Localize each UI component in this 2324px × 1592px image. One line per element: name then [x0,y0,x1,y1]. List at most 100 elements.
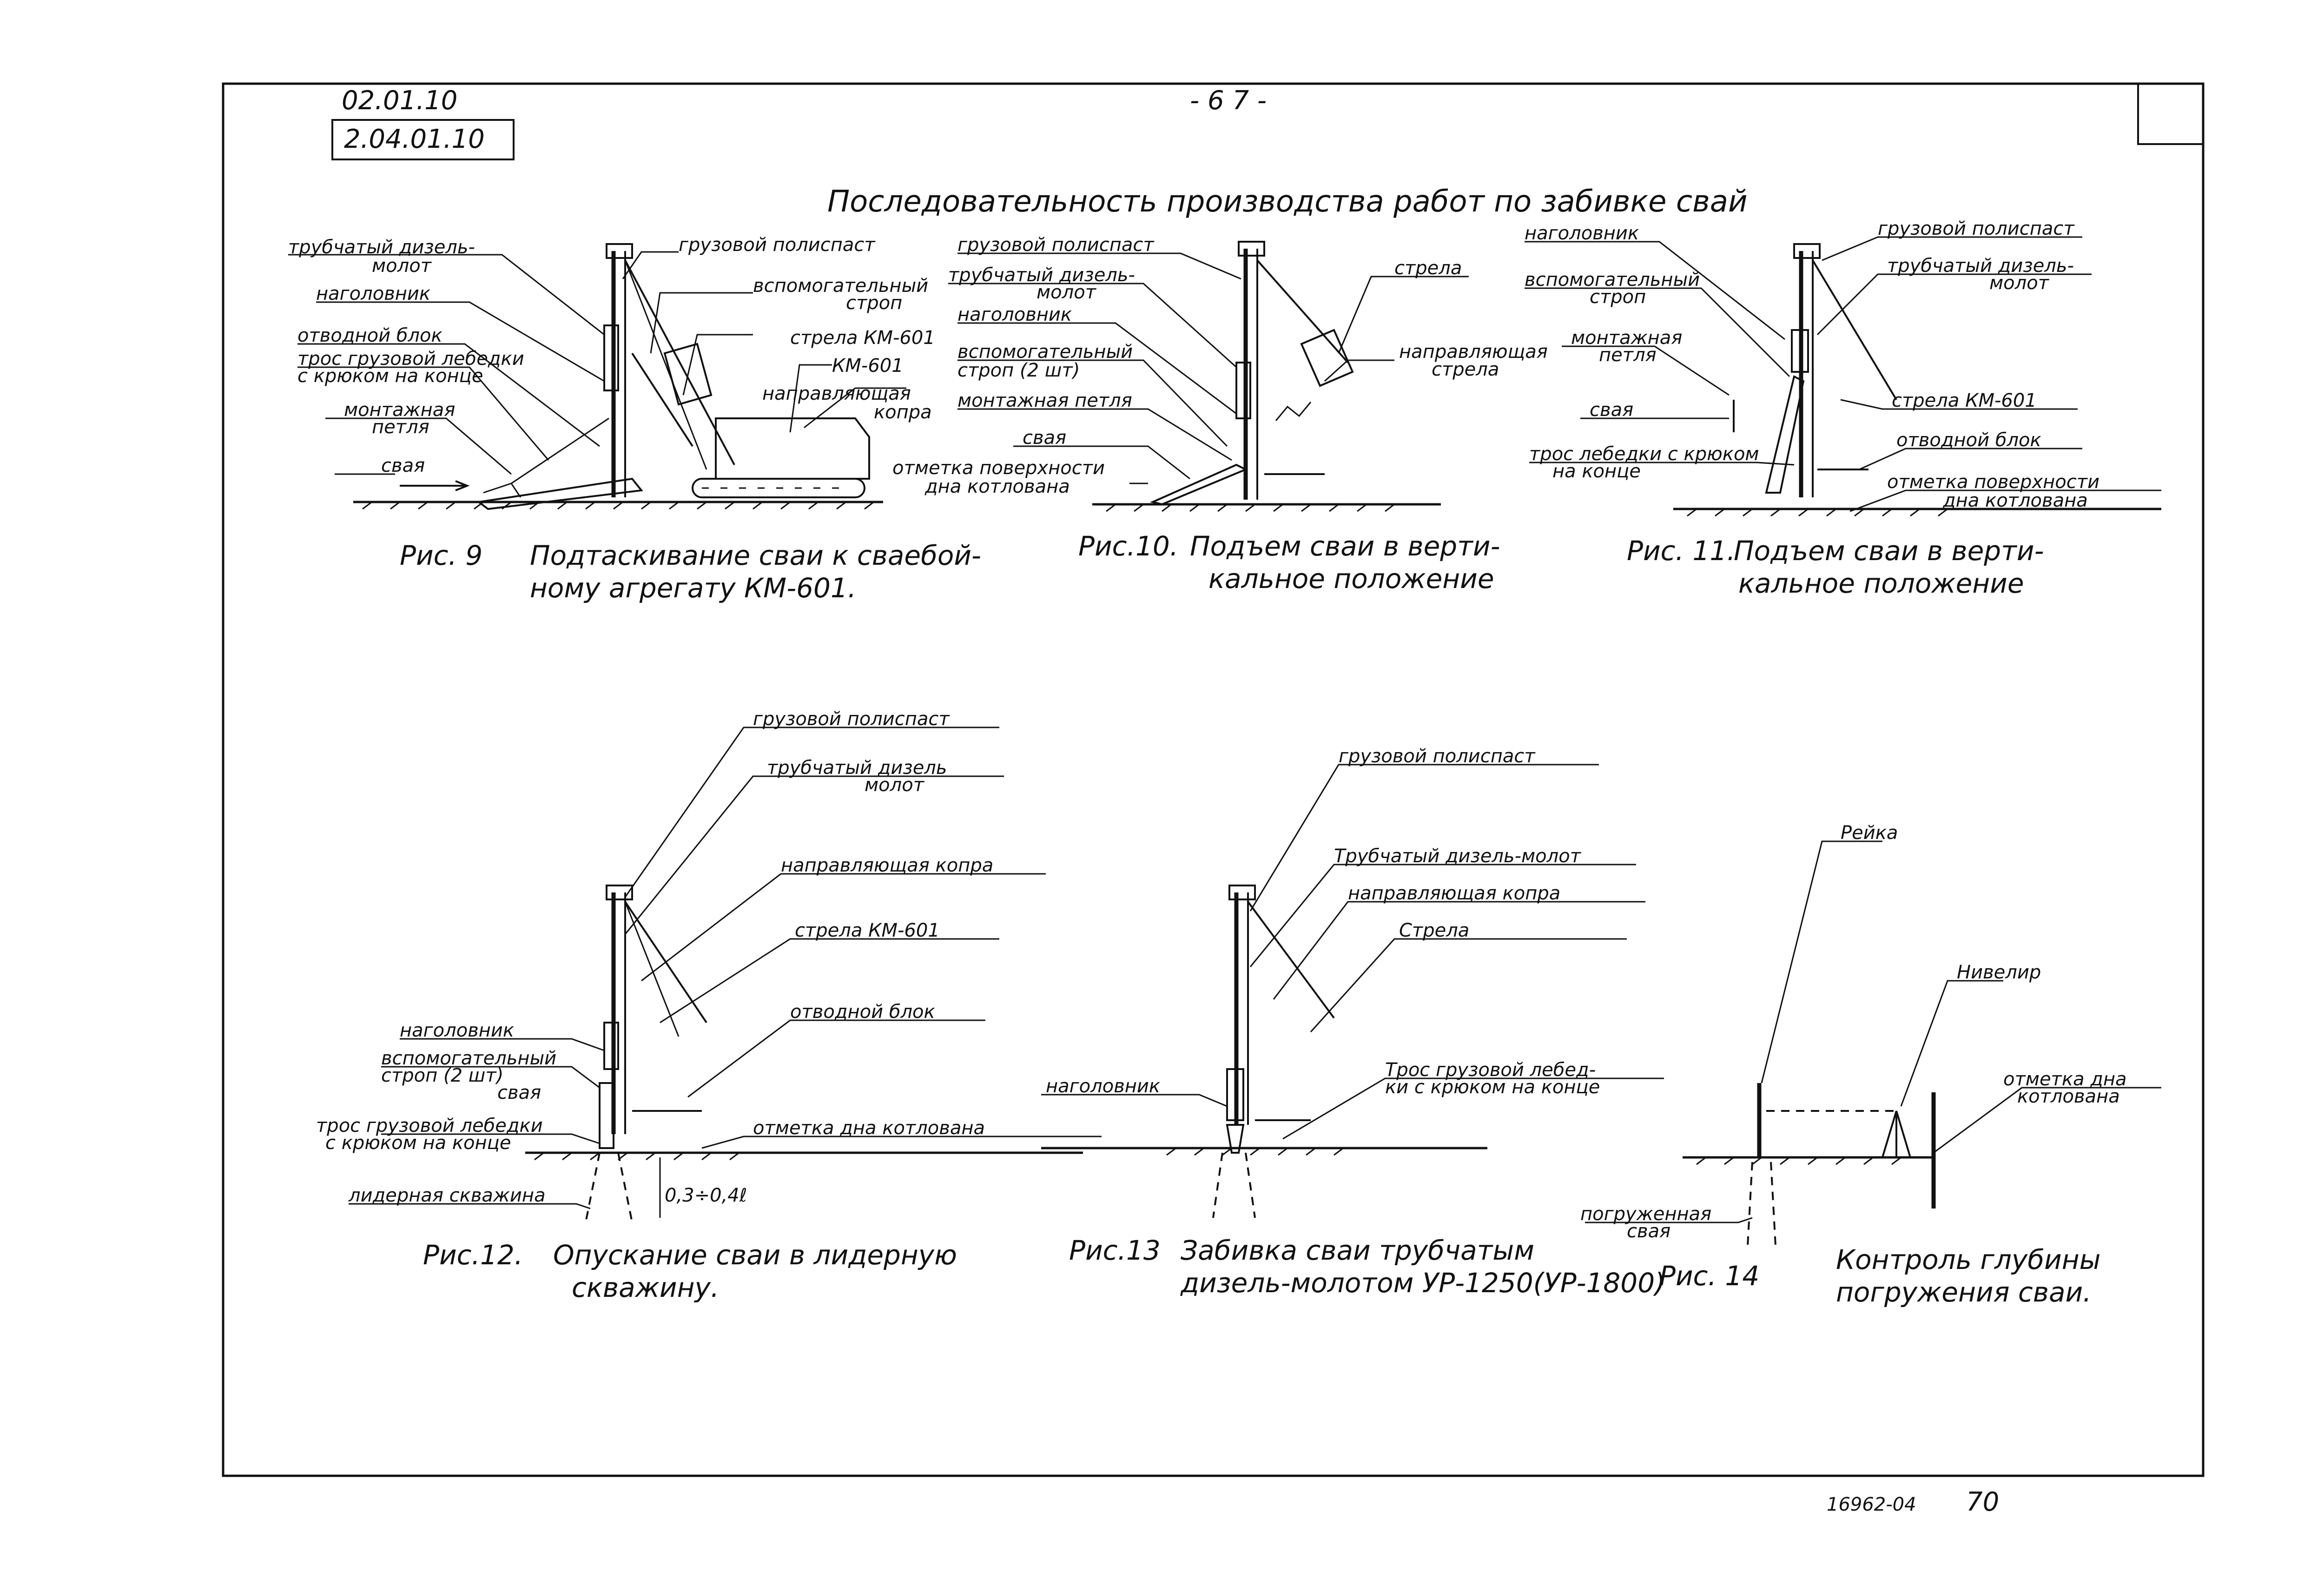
label-loop-2: петля [372,416,429,438]
label-cable-2: с крюком на конце [325,1132,511,1154]
label-loop: монтажная [344,399,455,421]
label-pile: свая [1023,427,1066,449]
tracks [692,478,865,498]
label-cable: Трос грузовой лебед- [1385,1059,1596,1081]
pile-rising [1765,375,1805,494]
label-headpiece: наголовник [1525,223,1639,244]
label-cable-2: с крюком на конце [297,365,483,387]
figure-14: Рейка Нивелир отметка дна котлована погр… [1580,822,2161,1308]
crane-body [715,417,870,480]
label-sling-2: строп (2 шт) [957,360,1080,381]
label-pile: свая [1590,399,1633,421]
sheet-frame [222,82,2205,1477]
level-instrument [1882,1110,1911,1158]
label-bottom-2: дна котлована [1942,490,2088,511]
hammer [603,1022,619,1070]
label-boom: стрела КМ-601 [790,327,935,349]
caption-num: Рис. 11. [1627,535,1736,567]
caption-line-2: погружения сваи. [1836,1276,2092,1308]
label-sling-2: строп [1590,286,1646,308]
label-bottom: отметка поверхности [1887,471,2100,493]
label-guide: направляющая копра [781,855,993,876]
hammer [603,324,619,391]
label-bottom-2: котлована [2017,1086,2120,1107]
label-hammer-2: молот [372,255,432,277]
caption-num: Рис.13 [1069,1235,1161,1266]
leader-hole [585,1152,633,1223]
label-rod: Рейка [1841,822,1898,844]
pile-rising [1149,463,1248,506]
caption-line-1: Подъем сваи в верти- [1190,530,1500,562]
label-pile: свая [381,455,425,476]
figure-10: грузовой полиспаст трубчатый дизель- мол… [892,234,1548,595]
label-cable-2: ки с крюком на конце [1385,1077,1600,1098]
caption-num: Рис.10. [1078,530,1178,562]
label-pulley: грузовой полиспаст [1339,746,1536,767]
figure-13: грузовой полиспаст Трубчатый дизель-моло… [1041,746,1665,1299]
label-sling: вспомогательный [753,275,928,297]
label-hammer: трубчатый дизель [767,757,947,779]
label-cable: трос лебедки с крюком [1529,443,1759,465]
hammer [1791,329,1809,373]
caption-line-2: скважину. [572,1272,719,1303]
label-loop: монтажная петля [957,390,1132,411]
label-hammer-2: молот [1037,282,1097,303]
caption-num: Рис. 14 [1659,1260,1759,1292]
label-hole: лидерная скважина [348,1185,546,1206]
label-cable: трос грузовой лебедки [316,1115,543,1136]
label-headpiece: наголовник [957,304,1072,325]
boom [1256,259,1349,363]
doc-number: 16962-04 [1827,1494,1916,1515]
sheet-number: 70 [1966,1487,1999,1517]
caption-num: Рис.12. [423,1239,523,1271]
caption-line-2: дизель-молотом УР-1250(УР-1800) [1180,1267,1665,1299]
driven-pile [1747,1162,1776,1246]
boom [1247,901,1335,1019]
label-boom: стрела [1394,258,1462,279]
caption-line-2: кальное положение [1208,563,1494,595]
label-headpiece: наголовник [400,1020,514,1041]
label-sling-2: строп [846,292,902,314]
label-hammer: трубчатый дизель- [948,264,1135,286]
label-bottom-2: дна котлована [924,476,1070,497]
label-pulley: грузовой полиспаст [1878,218,2075,239]
caption-line-1: Забивка сваи трубчатым [1181,1235,1534,1266]
figure-11: наголовник вспомогательный строп монтажн… [1525,218,2161,599]
caption-line-1: Подтаскивание сваи к сваебой- [530,540,981,571]
pile-driven [1226,1124,1245,1154]
caption-line-1: Опускание сваи в лидерную [553,1239,957,1271]
label-pulley: грузовой полиспаст [679,234,876,256]
label-pulley: грузовой полиспаст [753,708,950,730]
label-level: Нивелир [1957,962,2041,983]
label-cable-2: на конце [1552,461,1641,482]
label-boom: стрела КМ-601 [795,920,940,941]
label-pile: погруженная [1580,1203,1711,1225]
label-bottom: отметка дна котлована [753,1117,985,1139]
page-title: Последовательность производства работ по… [827,185,1748,219]
caption-line-1: Контроль глубины [1836,1244,2100,1275]
caption-line-2: кальное положение [1738,568,2024,599]
label-headpiece: наголовник [316,283,430,304]
boom [1812,259,1897,401]
label-loop-2: петля [1599,344,1657,366]
label-guide-2: копра [874,402,932,423]
caption-num: Рис. 9 [400,540,482,571]
label-sling: вспомогательный [381,1048,556,1069]
code-box-text: 2.04.01.10 [344,124,485,154]
label-loop: монтажная [1571,327,1682,349]
label-headpiece: наголовник [1046,1076,1160,1097]
hammer [1226,1068,1244,1121]
code-box [331,119,515,160]
figure-12: грузовой полиспаст трубчатый дизель моло… [316,708,1102,1303]
label-depth: 0,3÷0,4ℓ [665,1185,747,1206]
page-number: - 6 7 - [1190,86,1267,116]
label-boom: стрела КМ-601 [1892,390,2037,411]
label-guide: направляющая [1399,341,1548,363]
label-block: отводной блок [1896,429,2041,451]
label-block: отводной блок [790,1001,935,1023]
figure-9: трубчатый дизель- молот наголовник отвод… [288,234,981,604]
label-pile-2: свая [1627,1221,1670,1242]
label-sling-2: строп (2 шт) [381,1065,503,1086]
label-boom: Стрела [1399,920,1469,941]
